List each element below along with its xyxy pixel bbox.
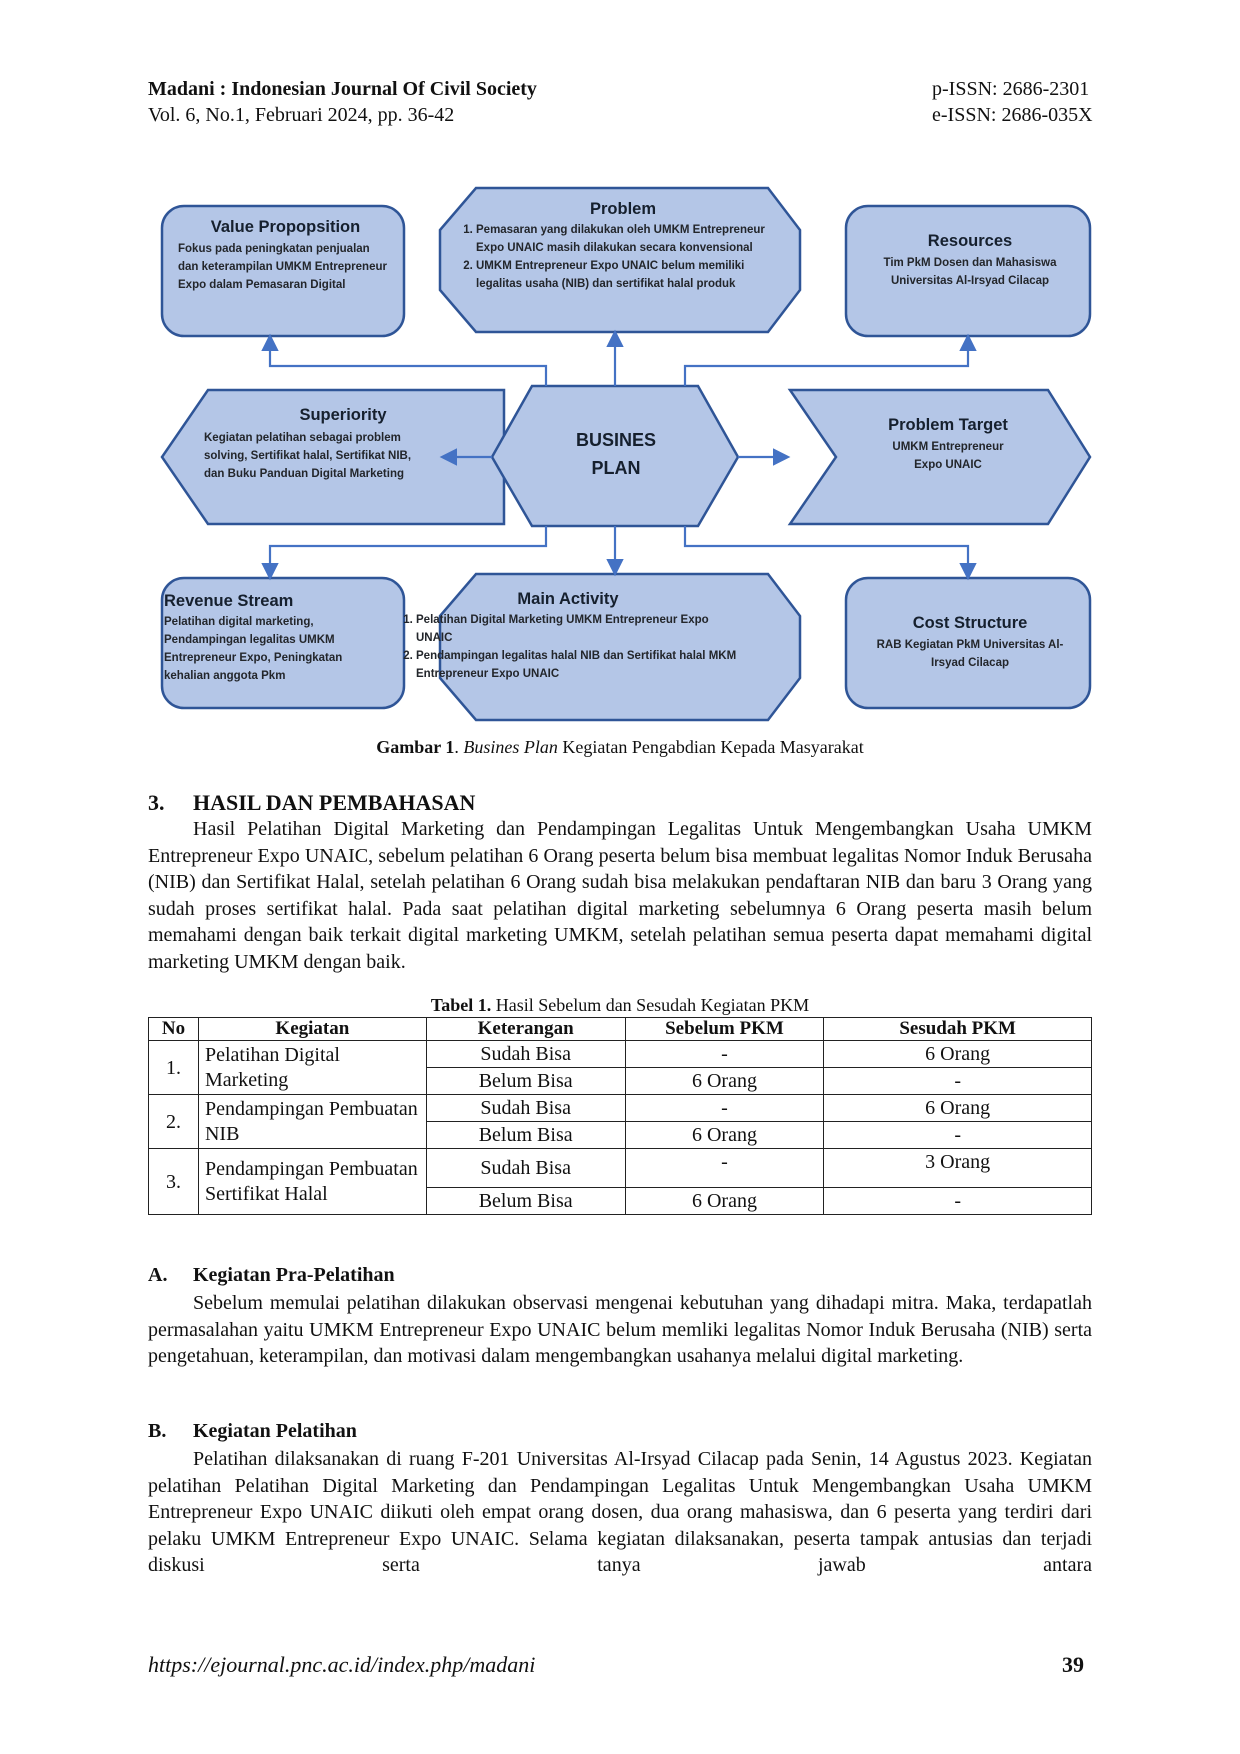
section-a-paragraph: Sebelum memulai pelatihan dilakukan obse… (148, 1292, 1092, 1367)
table-header-cell: Kegiatan (197, 1017, 427, 1041)
superiority-title: Superiority (299, 406, 387, 424)
table-cell: - (624, 1040, 825, 1068)
table-row: 2. Pendampingan Pembuatan NIB Sudah Bisa… (148, 1094, 1092, 1149)
problem-target-box: Problem Target UMKM Entrepreneur Expo UN… (828, 416, 1068, 474)
table-header-cell: Sesudah PKM (823, 1017, 1092, 1041)
table-cell: 6 Orang (624, 1121, 825, 1149)
table-cell-no: 2. (148, 1094, 199, 1149)
section-a-number: A. (148, 1264, 168, 1286)
table-row: 1. Pelatihan Digital Marketing Sudah Bis… (148, 1040, 1092, 1095)
section-3-heading: HASIL DAN PEMBAHASAN (193, 790, 476, 815)
business-plan-diagram: Value Propopsition Fokus pada peningkata… (148, 180, 1092, 728)
table-cell: Sudah Bisa (425, 1040, 626, 1068)
section-b-heading: Kegiatan Pelatihan (193, 1420, 357, 1442)
table-cell: 6 Orang (823, 1094, 1092, 1122)
table-cell-kegiatan: Pelatihan Digital Marketing (197, 1040, 427, 1095)
main-activity-item: Pelatihan Digital Marketing UMKM Entrepr… (416, 611, 738, 647)
table-row: Belum Bisa 6 Orang - (149, 1121, 1092, 1149)
table-cell: Belum Bisa (425, 1121, 626, 1149)
main-activity-box: Main Activity Pelatihan Digital Marketin… (398, 590, 738, 683)
problem-target-title: Problem Target (888, 416, 1008, 434)
table-cell: 6 Orang (624, 1067, 825, 1095)
table-row: Belum Bisa 6 Orang - (149, 1187, 1092, 1215)
section-b-number: B. (148, 1420, 167, 1442)
figure-caption-italic: Busines Plan (463, 737, 558, 757)
resources-title: Resources (927, 232, 1013, 250)
problem-target-desc: UMKM Entrepreneur Expo UNAIC (892, 441, 1004, 471)
table-cell: 6 Orang (624, 1187, 825, 1215)
cost-structure-box: Cost Structure RAB Kegiatan PkM Universi… (860, 614, 1080, 672)
footer-url: https://ejournal.pnc.ac.id/index.php/mad… (148, 1652, 536, 1677)
table-cell: 6 Orang (823, 1040, 1092, 1068)
problem-shape (438, 186, 802, 334)
main-activity-title: Main Activity (517, 590, 619, 608)
resources-box: Resources Tim PkM Dosen dan Mahasiswa Un… (860, 232, 1080, 290)
problem-box: Problem Pemasaran yang dilakukan oleh UM… (458, 200, 788, 293)
table-cell: Belum Bisa (425, 1187, 626, 1215)
table-cell: 3 Orang (823, 1148, 1092, 1188)
revenue-stream-shape (160, 576, 406, 710)
table-header-row: No Kegiatan Keterangan Sebelum PKM Sesud… (148, 1017, 1092, 1041)
revenue-stream-desc: Pelatihan digital marketing, Pendampinga… (164, 616, 343, 682)
cost-structure-desc: RAB Kegiatan PkM Universitas Al-Irsyad C… (876, 639, 1064, 669)
value-proposition-title: Value Propopsition (210, 218, 361, 236)
table-cell: - (624, 1148, 825, 1188)
resources-desc: Tim PkM Dosen dan Mahasiswa Universitas … (883, 257, 1057, 287)
table-cell-kegiatan: Pendampingan Pembuatan Sertifikat Halal (197, 1148, 427, 1215)
p-issn: p-ISSN: 2686-2301 (932, 78, 1090, 100)
table-row: 3. Pendampingan Pembuatan Sertifikat Hal… (148, 1148, 1092, 1215)
center-box: BUSINES PLAN (518, 426, 714, 482)
section-a-heading: Kegiatan Pra-Pelatihan (193, 1264, 395, 1286)
main-activity-item: Pendampingan legalitas halal NIB dan Ser… (416, 647, 738, 683)
table-cell-no: 3. (148, 1148, 199, 1215)
center-line2: PLAN (591, 458, 641, 478)
table-1-caption: Tabel 1. Hasil Sebelum dan Sesudah Kegia… (0, 995, 1240, 1016)
revenue-stream-title: Revenue Stream (164, 592, 294, 610)
center-line1: BUSINES (575, 430, 656, 450)
table-cell: Belum Bisa (425, 1067, 626, 1095)
problem-item: Pemasaran yang dilakukan oleh UMKM Entre… (476, 221, 788, 257)
superiority-shape (160, 388, 506, 526)
main-activity-shape (438, 572, 802, 722)
table-cell: - (624, 1094, 825, 1122)
superiority-desc: Kegiatan pelatihan sebagai problem solvi… (204, 432, 412, 480)
figure-caption: Gambar 1. Busines Plan Kegiatan Pengabdi… (376, 737, 864, 757)
table-header-cell: Keterangan (425, 1017, 626, 1041)
table-cell: - (823, 1187, 1092, 1215)
e-issn: e-ISSN: 2686-035X (932, 104, 1093, 126)
page-number: 39 (1062, 1652, 1084, 1677)
table-cell: Sudah Bisa (425, 1148, 626, 1188)
value-proposition-shape (160, 204, 406, 338)
table-cell: - (823, 1121, 1092, 1149)
table-header-cell: Sebelum PKM (624, 1017, 825, 1041)
superiority-box: Superiority Kegiatan pelatihan sebagai p… (198, 406, 488, 483)
revenue-stream-box: Revenue Stream Pelatihan digital marketi… (164, 592, 390, 685)
journal-volume: Vol. 6, No.1, Februari 2024, pp. 36-42 (148, 104, 455, 126)
figure-caption-rest: Kegiatan Pengabdian Kepada Masyarakat (557, 737, 864, 757)
table-cell: - (823, 1067, 1092, 1095)
cost-structure-title: Cost Structure (912, 614, 1028, 632)
value-proposition-box: Value Propopsition Fokus pada peningkata… (178, 218, 393, 294)
table-cell-kegiatan: Pendampingan Pembuatan NIB (197, 1094, 427, 1149)
value-proposition-desc: Fokus pada peningkatan penjualan dan ket… (178, 243, 387, 291)
section-b-paragraph: Pelatihan dilaksanakan di ruang F-201 Un… (148, 1448, 1092, 1576)
section-3-number: 3. (148, 790, 165, 815)
section-3-paragraph: Hasil Pelatihan Digital Marketing dan Pe… (148, 818, 1092, 973)
problem-title: Problem (589, 200, 657, 218)
problem-target-shape (787, 388, 1092, 526)
table-row: Belum Bisa 6 Orang - (149, 1067, 1092, 1095)
table-1-caption-label: Tabel 1. (430, 995, 492, 1015)
problem-item: UMKM Entrepreneur Expo UNAIC belum memil… (476, 257, 788, 293)
table-header-cell: No (148, 1017, 199, 1041)
journal-title: Madani : Indonesian Journal Of Civil Soc… (148, 78, 537, 100)
table-cell-no: 1. (148, 1040, 199, 1095)
figure-caption-label: Gambar 1 (376, 737, 455, 757)
results-table: No Kegiatan Keterangan Sebelum PKM Sesud… (148, 1017, 1092, 1215)
table-cell: Sudah Bisa (425, 1094, 626, 1122)
table-1-caption-rest: Hasil Sebelum dan Sesudah Kegiatan PKM (491, 995, 810, 1015)
